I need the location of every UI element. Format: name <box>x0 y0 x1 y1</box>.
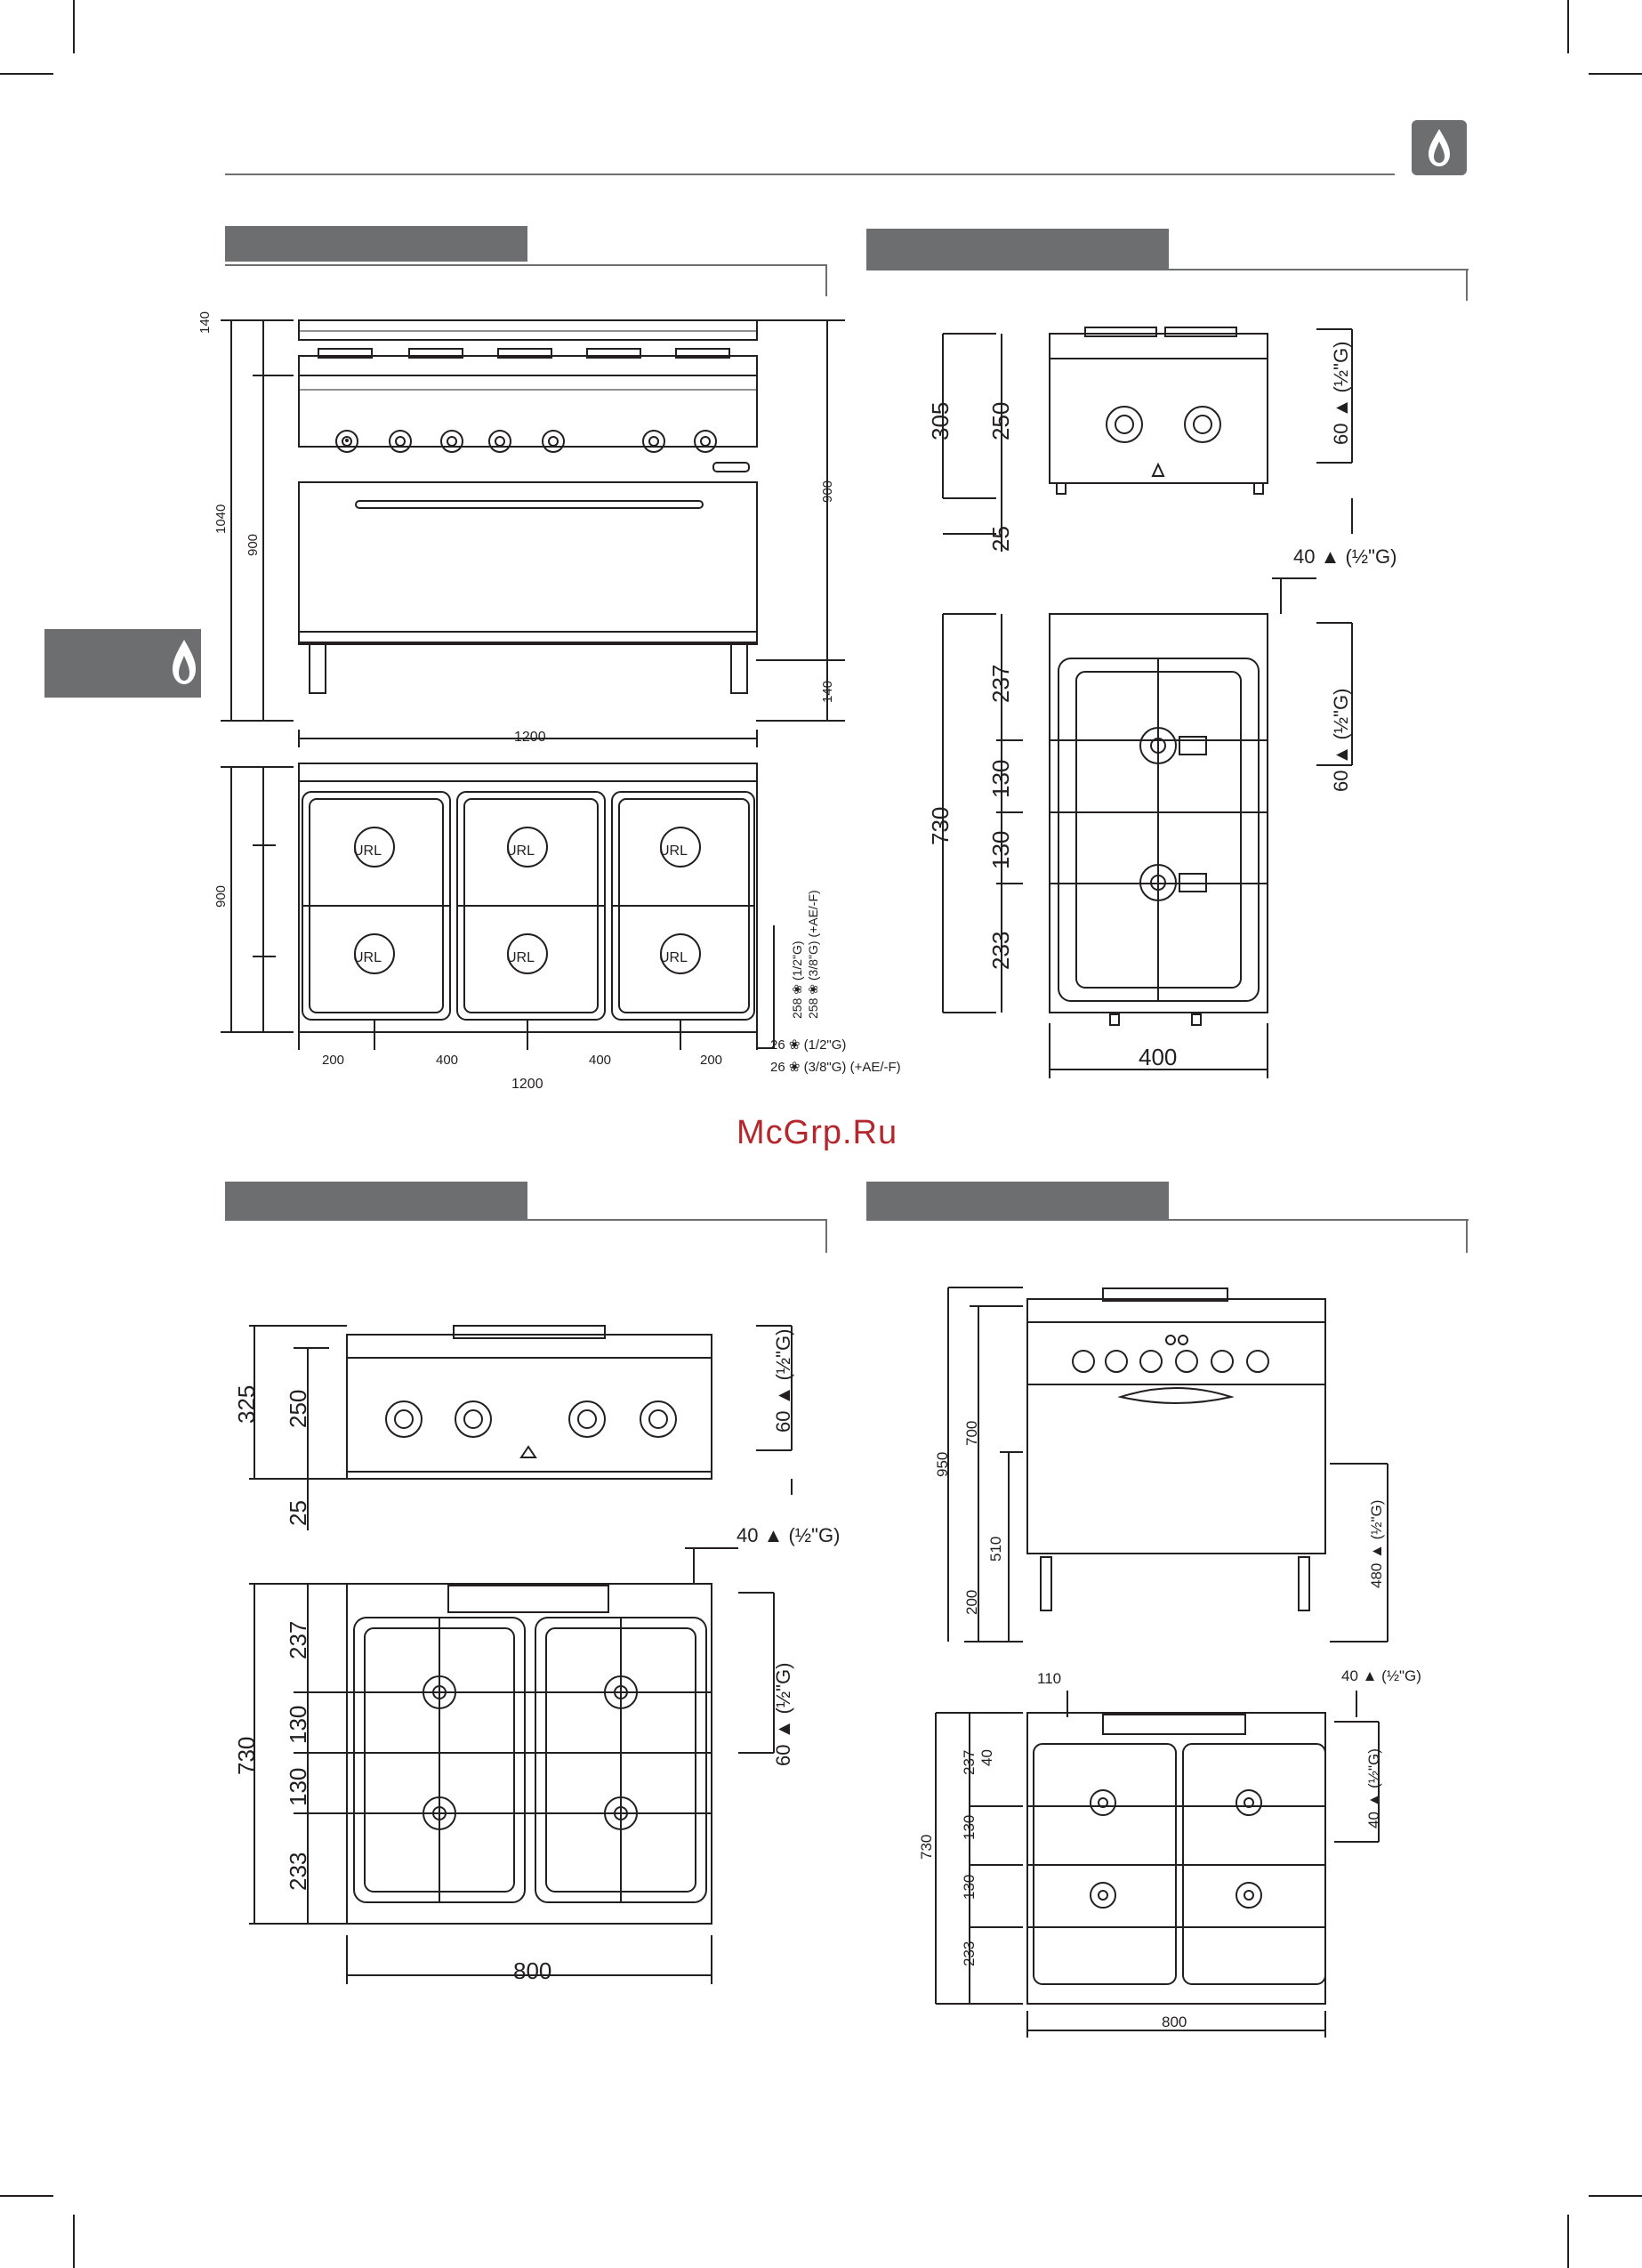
dim-width: 1200 <box>514 730 546 745</box>
gas-bottom: 26 ❀ (3/8"G) (+AE/-F) <box>770 1060 901 1075</box>
dim-legs: 200 <box>963 1589 980 1615</box>
dim-top-depth: 900 <box>213 884 229 908</box>
gas-rear-front: 60 ▲ (½"G) <box>1330 341 1352 445</box>
crop-mark <box>1567 0 1569 53</box>
grate-1 <box>302 791 451 1021</box>
dim-d3: 130 <box>961 1874 978 1900</box>
burner-label: URL <box>659 950 688 965</box>
section-frame <box>825 264 827 296</box>
section-frame <box>225 1219 827 1221</box>
dim-d3: 130 <box>987 830 1014 869</box>
dim-seg3: 400 <box>589 1053 612 1068</box>
dim-width: 400 <box>1139 1044 1178 1070</box>
dim-seg1: 200 <box>322 1053 345 1068</box>
section-bar-top-400 <box>866 229 1169 270</box>
dim-body-height: 900 <box>245 533 261 556</box>
gas-flame-icon <box>1429 129 1450 166</box>
burner-label: URL <box>353 950 382 965</box>
dim-top-rail: 140 <box>197 311 213 334</box>
gas-note: 258 ❀ (3/8"G) (+AE/-F) <box>806 890 820 1019</box>
dim-body: 250 <box>987 401 1014 440</box>
burner-label: URL <box>659 843 688 859</box>
range-800-view <box>935 1287 1388 2038</box>
dim-width: 800 <box>513 1957 552 1984</box>
section-frame <box>1466 1219 1468 1253</box>
section-frame <box>866 1219 1469 1221</box>
header-rule <box>225 174 1395 175</box>
gas-rear: 60 ▲ (½"G) <box>772 1662 794 1766</box>
gas-side: 40 ▲ (½"G) <box>1341 1667 1421 1684</box>
dim-right-body: 900 <box>820 480 835 503</box>
dim-d2: 130 <box>961 1814 978 1840</box>
dim-d4: 233 <box>987 931 1014 970</box>
dim-gas-height: 510 <box>987 1536 1004 1562</box>
burner-label: URL <box>353 843 382 859</box>
burner-label: URL <box>506 843 535 859</box>
gas-right: 480 ▲ (½"G) <box>1368 1499 1385 1588</box>
crop-mark <box>0 73 53 75</box>
gas-section-tab <box>1412 120 1467 175</box>
section-bar-range-1200 <box>225 226 527 262</box>
burner-label: URL <box>506 950 535 965</box>
section-frame <box>225 264 827 266</box>
dim-legs: 25 <box>285 1500 311 1526</box>
gas-side: 40 ▲ (½"G) <box>1293 545 1397 568</box>
section-bar-range-800 <box>866 1182 1169 1221</box>
dim-d3: 130 <box>285 1767 311 1806</box>
dim-seg2: 400 <box>436 1053 459 1068</box>
gas-note: 258 ❀ (1/2"G) <box>790 940 804 1019</box>
crop-mark <box>73 0 75 53</box>
dim-d1: 237 <box>961 1749 978 1775</box>
top-400-view <box>942 327 1353 1078</box>
crop-mark <box>1589 73 1642 75</box>
dim-d1: 237 <box>285 1620 311 1659</box>
dim-depth: 730 <box>927 806 954 845</box>
dim-depth: 730 <box>233 1736 260 1775</box>
dim-d2: 130 <box>987 759 1014 798</box>
dim-body: 250 <box>285 1389 311 1428</box>
dim-seg4: 200 <box>700 1053 723 1068</box>
crop-mark <box>73 2215 75 2268</box>
grate-3 <box>611 791 755 1021</box>
dim-width: 800 <box>1162 2014 1187 2030</box>
gas-rear: 40 ▲ (½"G) <box>1365 1748 1382 1828</box>
dim-right-legs: 140 <box>820 680 835 703</box>
section-bar-top-800 <box>225 1182 527 1221</box>
dim-total: 950 <box>934 1451 951 1477</box>
section-frame <box>866 269 1469 270</box>
dim-total-height: 1040 <box>213 504 229 534</box>
section-frame <box>1466 269 1468 301</box>
watermark: McGrp.Ru <box>736 1114 898 1151</box>
gas-rear: 60 ▲ (½"G) <box>1330 688 1352 792</box>
dim-d4: 233 <box>961 1941 978 1966</box>
dim-top-width: 1200 <box>511 1077 543 1092</box>
dim-body: 700 <box>963 1420 980 1446</box>
gas-side-tab <box>44 629 201 698</box>
section-frame <box>825 1219 827 1253</box>
crop-mark <box>1589 2195 1642 2197</box>
grate-2 <box>456 791 606 1021</box>
gas-flame-icon <box>173 640 196 684</box>
crop-mark <box>0 2195 53 2197</box>
gas-bottom: 26 ❀ (1/2"G) <box>770 1037 847 1053</box>
dim-d2: 130 <box>285 1705 311 1744</box>
gas-rear-front: 60 ▲ (½"G) <box>772 1328 794 1433</box>
knob-row <box>335 430 717 453</box>
dim-total: 305 <box>927 401 954 440</box>
dim-depth: 730 <box>918 1834 935 1860</box>
dim-total: 325 <box>233 1384 260 1424</box>
dim-offset-top: 110 <box>1037 1670 1062 1687</box>
range-1200-front-view <box>221 319 845 1050</box>
top-800-view <box>249 1325 793 1984</box>
dim-offset-left: 40 <box>978 1749 995 1766</box>
crop-mark <box>1567 2215 1569 2268</box>
gas-side: 40 ▲ (½"G) <box>736 1524 841 1546</box>
dim-d1: 237 <box>987 664 1014 703</box>
dim-d4: 233 <box>285 1852 311 1891</box>
dim-legs: 25 <box>987 526 1014 552</box>
